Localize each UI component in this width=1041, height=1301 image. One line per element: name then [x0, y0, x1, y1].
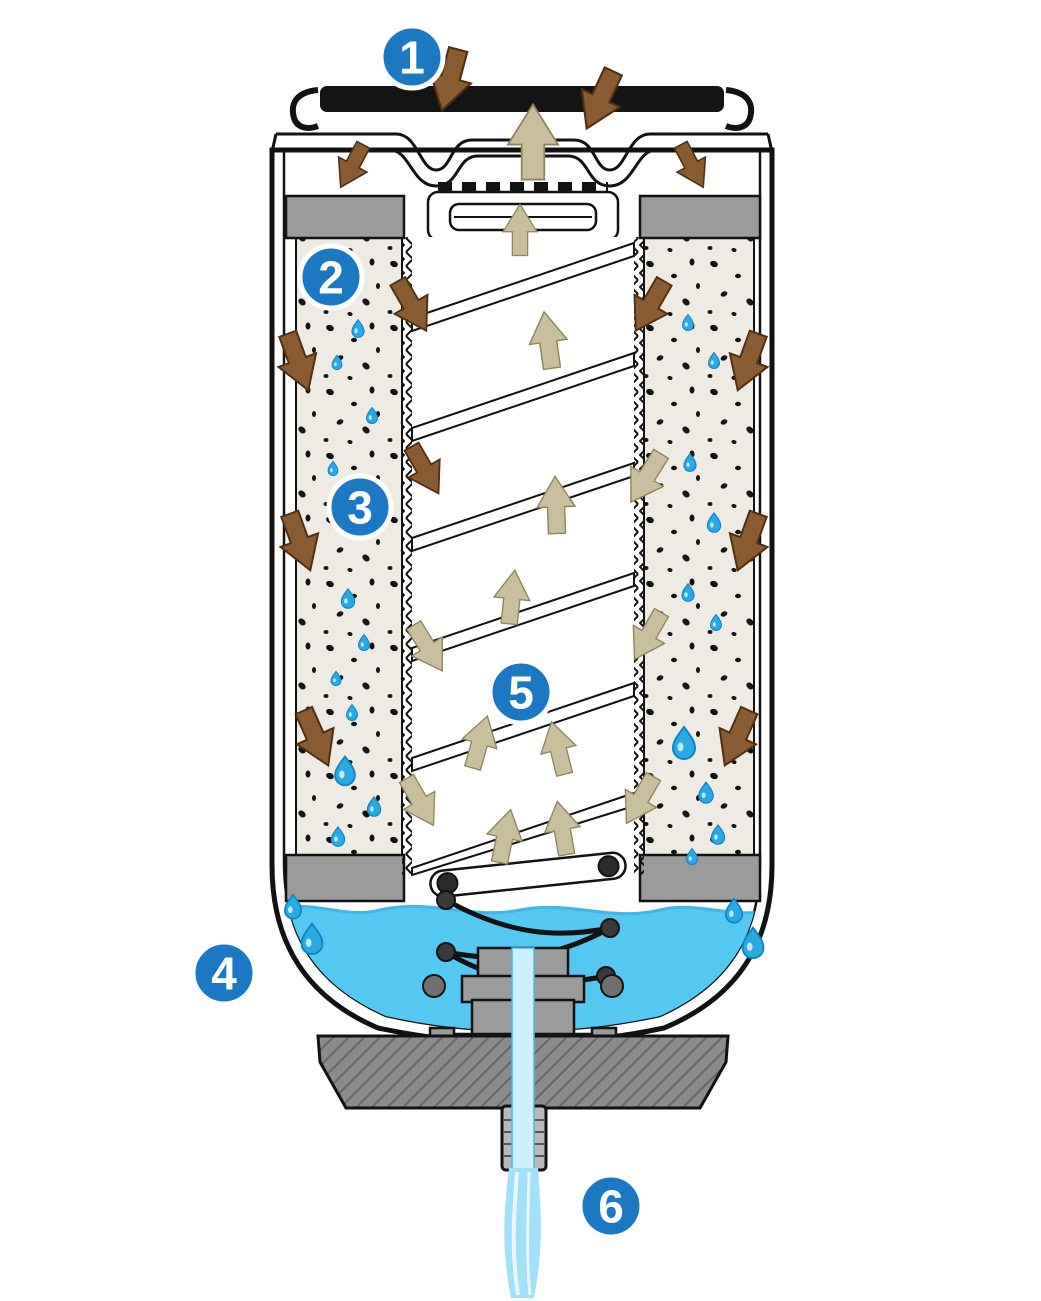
head-hook-right [724, 87, 755, 131]
mounting-head-plate [320, 86, 724, 112]
callout-3: 3 [326, 473, 394, 541]
callout-6-number: 6 [598, 1181, 624, 1233]
callout-4-number: 4 [211, 948, 237, 1000]
callout-1: 1 [378, 23, 446, 91]
center-tube-interior [412, 237, 634, 875]
callout-2-number: 2 [318, 252, 344, 304]
callout-4: 4 [190, 939, 258, 1007]
callout-badges: 1 2 3 4 5 6 [190, 23, 645, 1240]
seam-end-right [766, 133, 774, 153]
callout-5-number: 5 [508, 667, 534, 719]
spiral-vanes [411, 241, 635, 877]
outlet-stream [504, 1168, 541, 1298]
tube-wall-right [634, 237, 644, 875]
drain-channel [511, 947, 535, 1171]
callout-5: 5 [487, 658, 555, 726]
end-cap-bottom-left [284, 853, 406, 903]
end-cap-top-left [284, 194, 406, 240]
end-cap-bottom-right [638, 853, 762, 903]
outlet-port [500, 947, 548, 1172]
tube-wall-left [402, 237, 412, 875]
head-hook-left [289, 87, 320, 131]
callout-1-number: 1 [399, 32, 425, 84]
end-cap-top-right [638, 194, 762, 240]
seam-end-left [270, 133, 278, 153]
callout-2: 2 [297, 243, 365, 311]
center-tube [402, 237, 644, 877]
retainer-spring-leaf [429, 851, 627, 898]
callout-6: 6 [577, 1172, 645, 1240]
callout-3-number: 3 [347, 482, 373, 534]
